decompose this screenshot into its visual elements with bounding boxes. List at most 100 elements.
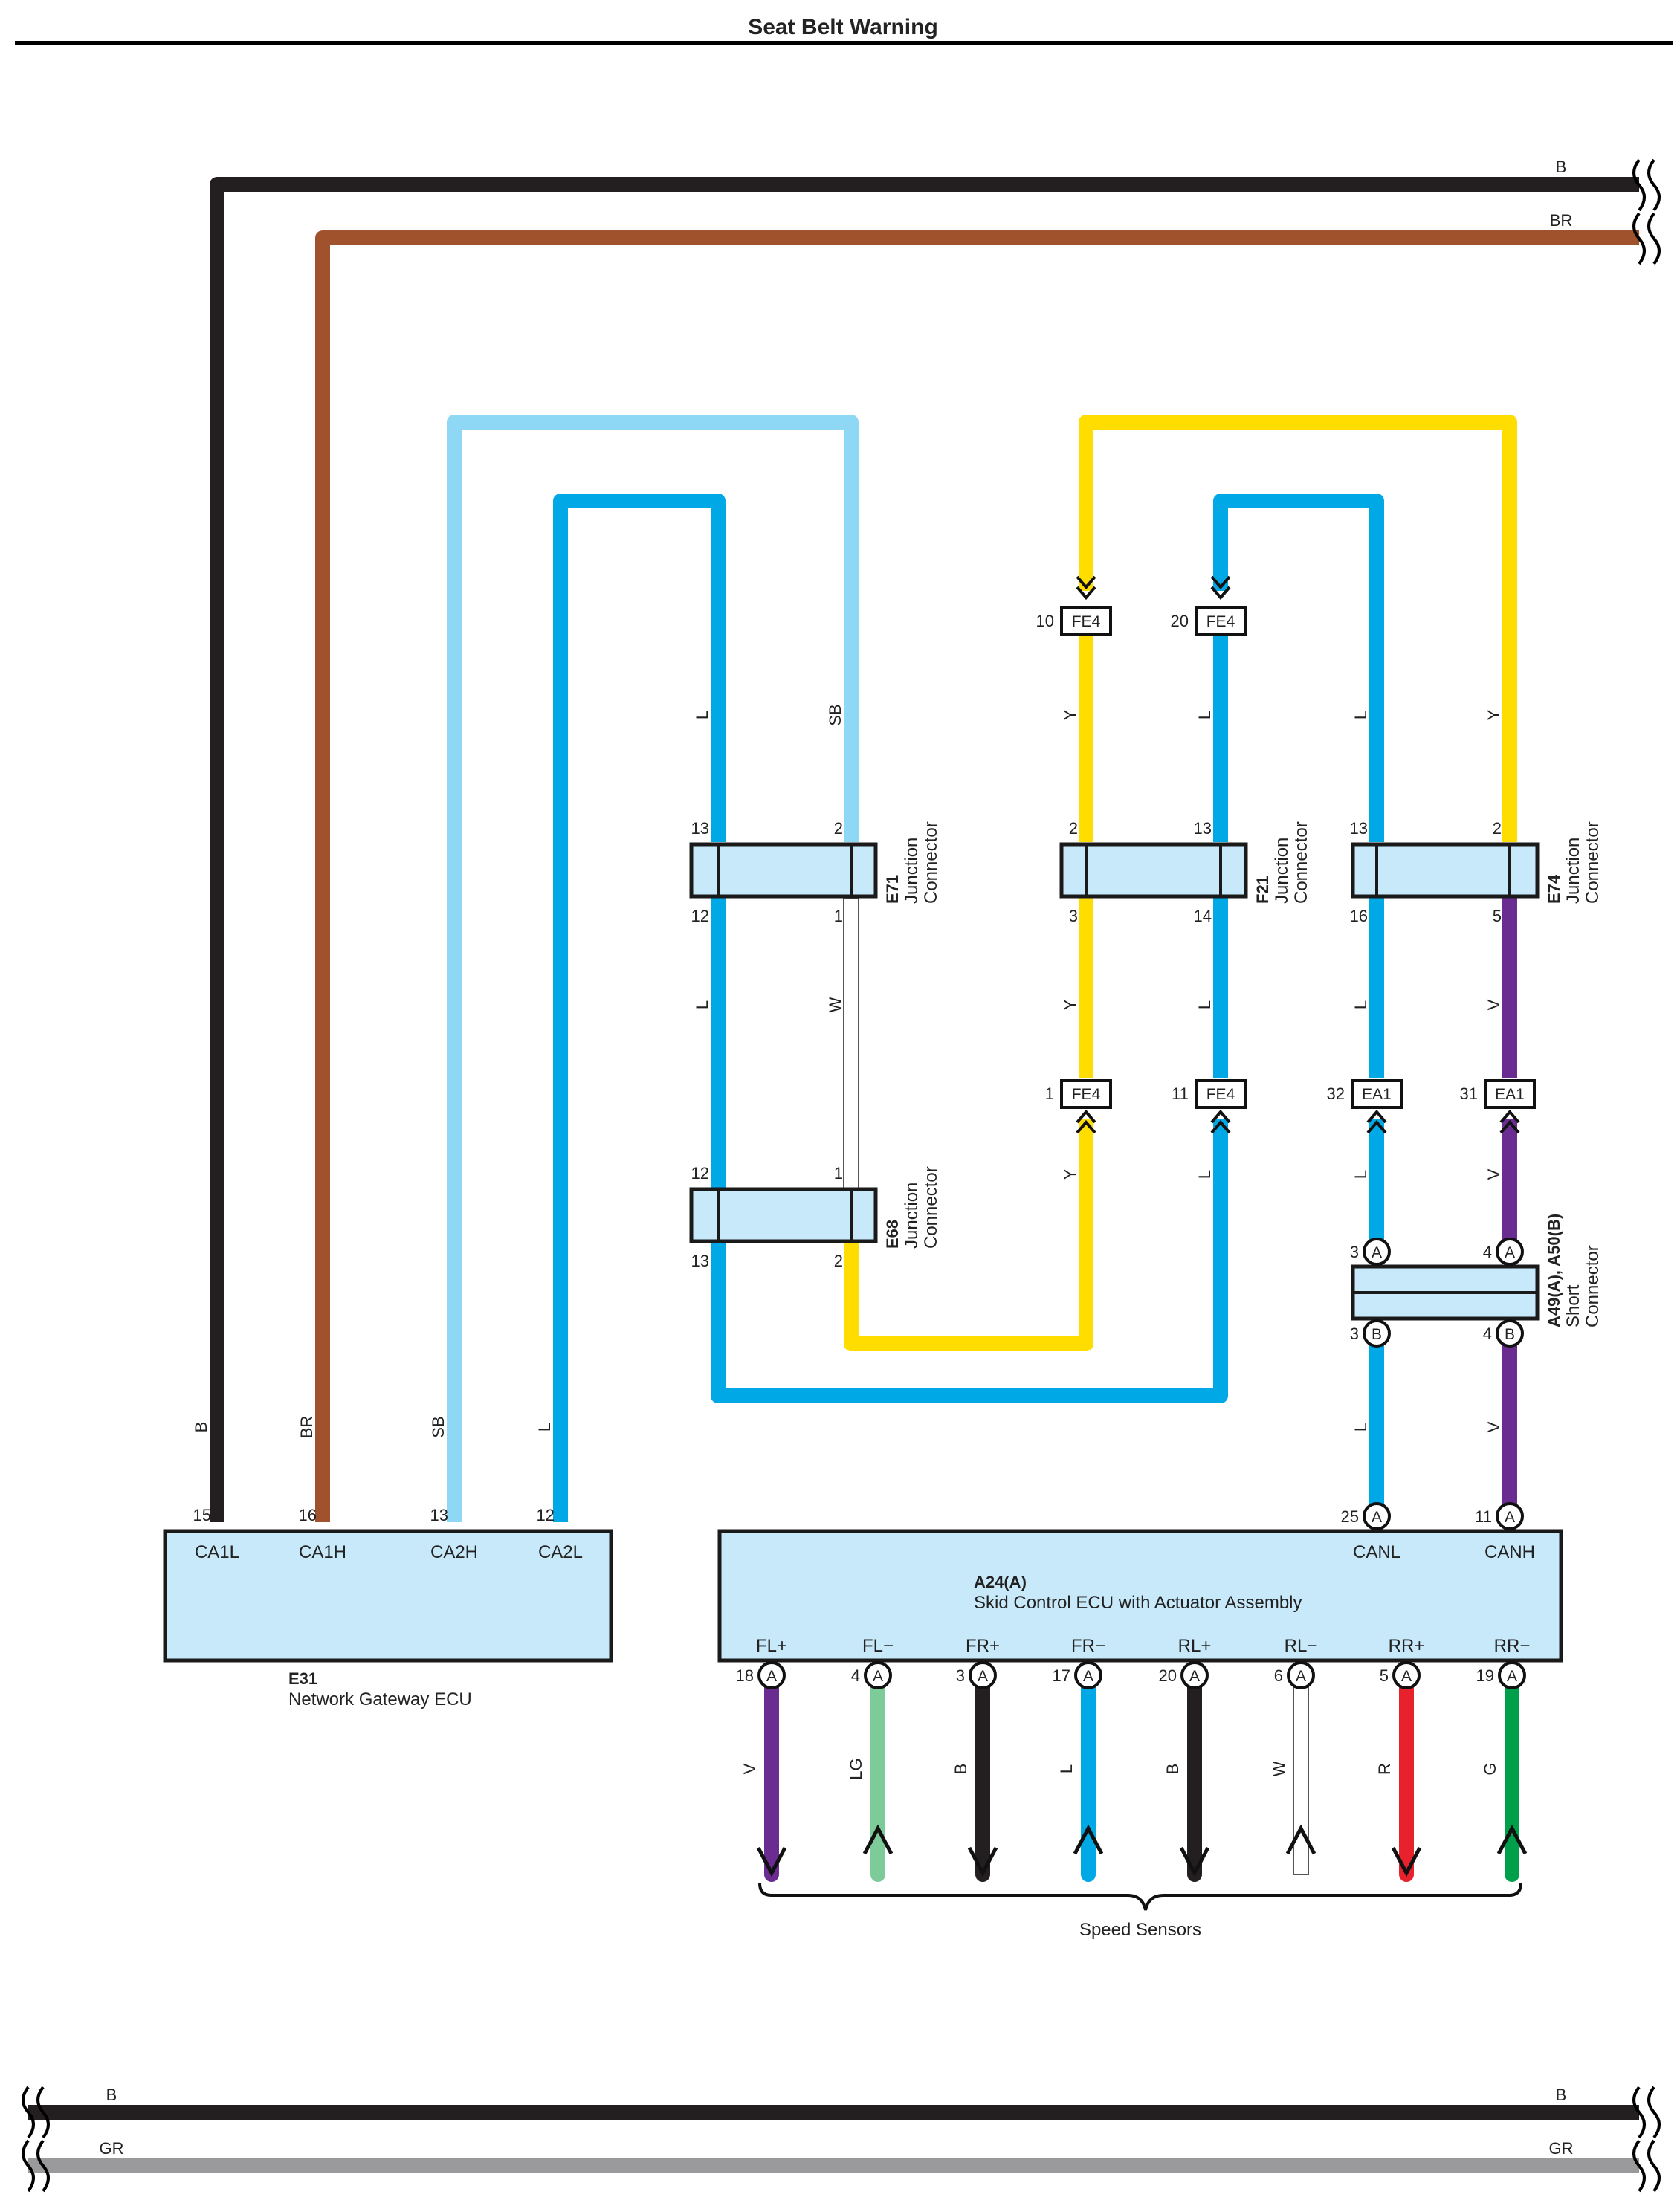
- wire-label-gr-bottom-left: GR: [100, 2139, 124, 2158]
- e71-code: E71: [883, 875, 902, 904]
- e71-label: E71 Junction Connector: [883, 821, 941, 904]
- wire-label-b-top: B: [1556, 158, 1567, 176]
- arrow-down-icon: [967, 1846, 998, 1877]
- conn-letter: A: [1189, 1668, 1200, 1685]
- conn-letter: A: [1401, 1668, 1412, 1685]
- pin-name: RR+: [1389, 1636, 1425, 1656]
- wire-color-label: SB: [429, 1416, 448, 1437]
- wire-label-b-bottom-right: B: [1556, 2086, 1567, 2104]
- pin-number: 18: [736, 1666, 754, 1685]
- break-mark: [1632, 158, 1646, 212]
- arrow-down-icon: [1391, 1846, 1422, 1877]
- arrow-down-icon: [756, 1846, 787, 1877]
- inline-code: EA1: [1362, 1086, 1392, 1103]
- break-mark: [22, 2086, 35, 2139]
- break-mark: [22, 2139, 35, 2193]
- conn-circle: [864, 1661, 892, 1689]
- e74-line1: Junction: [1563, 838, 1583, 904]
- inline-pin: 31: [1460, 1084, 1478, 1103]
- inline-connector-ea1-31: EA1 31: [1460, 1079, 1536, 1134]
- conn-letter: A: [1505, 1509, 1515, 1526]
- pin-number: 2: [834, 1252, 843, 1270]
- wire-l-loop-bottom: [711, 898, 1228, 1403]
- wire-sb: [447, 415, 859, 1522]
- wire-color-label: L: [693, 1000, 711, 1009]
- a24-code: A24(A): [974, 1573, 1027, 1591]
- wire-color-label: V: [1484, 1168, 1503, 1180]
- short-line2: Connector: [1583, 1245, 1603, 1327]
- wire-code-label: B: [1163, 1764, 1182, 1775]
- pin-name: CANH: [1484, 1542, 1535, 1562]
- pin-number: 19: [1476, 1666, 1494, 1685]
- conn-letter: A: [1505, 1244, 1515, 1261]
- e68-label: E68 Junction Connector: [883, 1166, 941, 1249]
- f21-line2: Connector: [1291, 821, 1311, 904]
- pin-number: 17: [1053, 1666, 1070, 1685]
- wire-color-label: B: [192, 1422, 210, 1433]
- pin-number: 6: [1274, 1666, 1283, 1685]
- wire-code-label: R: [1375, 1763, 1394, 1775]
- conn-letter: A: [1372, 1509, 1382, 1526]
- pin-number: 13: [1350, 819, 1368, 838]
- pin-name: CA1L: [195, 1542, 239, 1562]
- wire-color-label: V: [1484, 999, 1503, 1010]
- wire-color-label: L: [1351, 1170, 1370, 1179]
- inline-pin: 1: [1045, 1084, 1054, 1103]
- inline-code: FE4: [1072, 613, 1101, 630]
- conn-letter: A: [766, 1668, 777, 1685]
- pin-name: RL+: [1178, 1636, 1212, 1656]
- pin-number: 4: [1483, 1324, 1492, 1343]
- pin-number: 15: [193, 1506, 211, 1524]
- pin-number: 2: [834, 819, 843, 838]
- wire-color-label: L: [1195, 1000, 1214, 1009]
- wire-color-label: Y: [1484, 709, 1503, 720]
- wire-code-label: G: [1481, 1762, 1499, 1775]
- break-mark: [36, 2086, 50, 2139]
- inline-connector-fe4-20: FE4 20: [1171, 575, 1247, 636]
- pin-number: 12: [691, 907, 709, 925]
- e74-line2: Connector: [1583, 821, 1603, 904]
- pin-name: FR+: [966, 1636, 1000, 1656]
- pin-name: FL−: [862, 1636, 894, 1656]
- pin-name: CA2L: [538, 1542, 583, 1562]
- pin-number: 11: [1475, 1507, 1492, 1526]
- wire-br-top: [315, 230, 1639, 1522]
- wire-code-label: L: [1057, 1764, 1076, 1773]
- e68-line2: Connector: [921, 1166, 941, 1249]
- conn-circle: [757, 1661, 786, 1689]
- pin-number: 16: [1350, 907, 1368, 925]
- conn-circle: [1392, 1661, 1421, 1689]
- wire-color-label: L: [1195, 1170, 1214, 1179]
- wire-label-br-top: BR: [1550, 211, 1573, 230]
- wire-label-gr-bottom-right: GR: [1549, 2139, 1574, 2158]
- inline-pin: 32: [1327, 1084, 1345, 1103]
- e68-code: E68: [883, 1220, 902, 1249]
- pin-number: 12: [691, 1164, 709, 1183]
- wire-color-label: L: [1351, 1000, 1370, 1009]
- conn-circle: [1496, 1502, 1524, 1530]
- wire-color-label: L: [1351, 1423, 1370, 1432]
- break-mark: [1647, 212, 1661, 265]
- speed-sensor-brace: [758, 1883, 1522, 1911]
- inline-connector-ea1-32: EA1 32: [1327, 1079, 1403, 1134]
- page-title: Seat Belt Warning: [748, 15, 938, 39]
- wire-color-label: SB: [826, 704, 844, 725]
- pin-name: CA1H: [299, 1542, 346, 1562]
- inline-connector-fe4-10: FE4 10: [1036, 575, 1112, 636]
- inline-pin: 10: [1036, 612, 1054, 630]
- e31-network-gateway-ecu: [163, 1529, 613, 1663]
- pin-number: 13: [691, 1252, 709, 1270]
- inline-code: FE4: [1206, 613, 1235, 630]
- pin-name: RR−: [1494, 1636, 1531, 1656]
- short-connector-label: A49(A), A50(B) Short Connector: [1545, 1214, 1603, 1327]
- pin-number: 16: [299, 1506, 317, 1524]
- f21-label: F21 Junction Connector: [1253, 821, 1311, 904]
- wire-b-top: [210, 177, 1639, 1522]
- conn-circle: [1363, 1502, 1391, 1530]
- pin-number: 4: [851, 1666, 860, 1685]
- short-code: A49(A), A50(B): [1545, 1214, 1563, 1327]
